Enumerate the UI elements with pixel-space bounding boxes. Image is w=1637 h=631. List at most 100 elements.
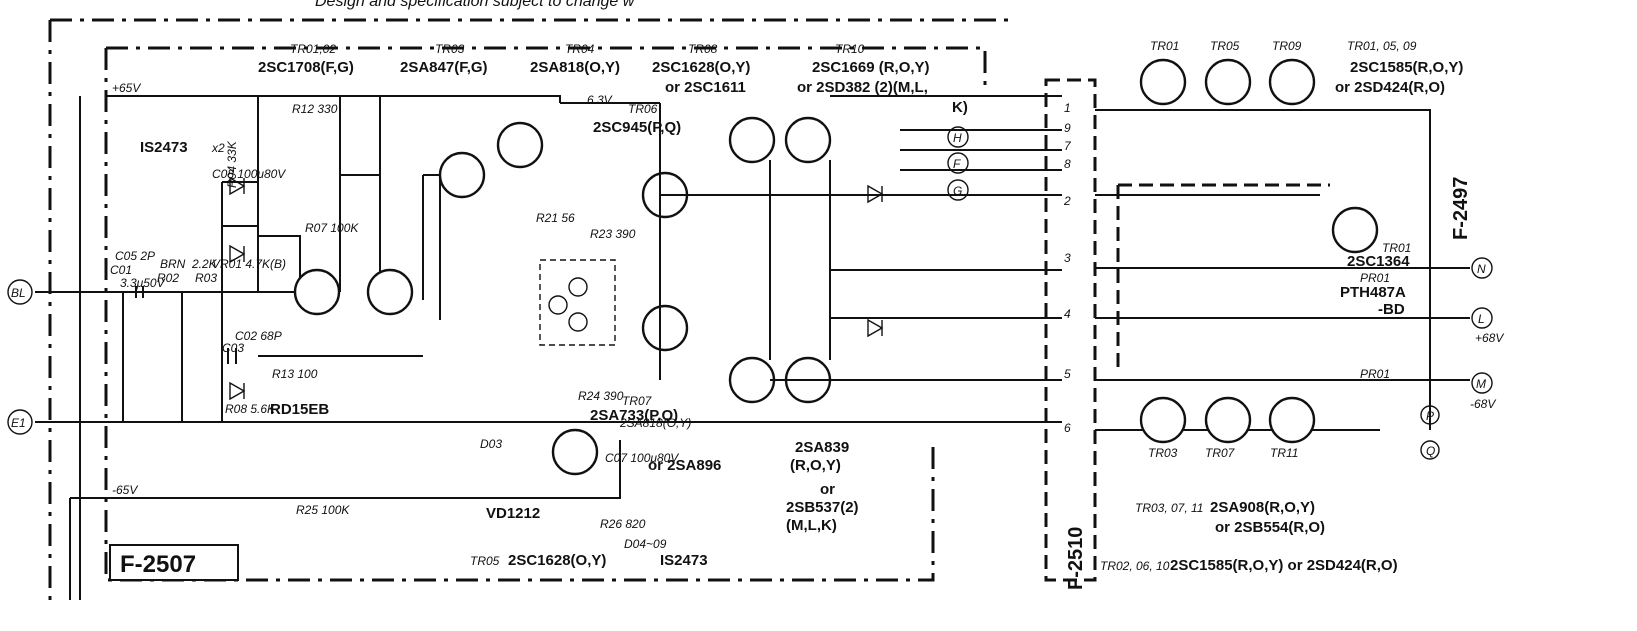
terminal-F-label: F bbox=[953, 157, 961, 171]
board-F2510-label: F-2510 bbox=[1065, 527, 1087, 590]
input-BL-id: BL bbox=[11, 286, 26, 300]
out-tr01 bbox=[1139, 58, 1187, 106]
tr04-part: 2SA818(O,Y) bbox=[530, 59, 620, 76]
out-tr03 bbox=[1139, 396, 1187, 444]
v-63-label: C07 100μ80V bbox=[605, 451, 679, 465]
tr10-ref: TR10 bbox=[835, 42, 865, 56]
out-pos-rail: +68V bbox=[1475, 331, 1504, 345]
terminal-G-label: G bbox=[953, 184, 962, 198]
out-terminal-P bbox=[1420, 405, 1440, 425]
output-lines bbox=[659, 95, 1062, 381]
out-note1: 2SA908(R,O,Y) bbox=[1210, 499, 1315, 516]
r03-val: R03 bbox=[195, 271, 217, 285]
out-terminal-L bbox=[1471, 307, 1493, 329]
d02-symbol bbox=[229, 244, 246, 264]
out-tr11 bbox=[1268, 396, 1316, 444]
vd1212-label: VD1212 bbox=[486, 505, 540, 522]
board-F2507-label: F-2507 bbox=[120, 551, 196, 578]
pin-7: 7 bbox=[1064, 139, 1072, 153]
zd01-symbol bbox=[229, 381, 246, 401]
pin-6: 6 bbox=[1064, 421, 1071, 435]
tr0102-part: 2SC1708(F,G) bbox=[258, 59, 354, 76]
tr09-symbol bbox=[728, 356, 776, 404]
out-tr05 bbox=[1204, 58, 1252, 106]
tr11-alt: (R,O,Y) bbox=[790, 457, 841, 474]
r03-ref: 2.2K bbox=[191, 257, 218, 271]
out-terminal-Q-label: Q bbox=[1426, 444, 1435, 458]
output-board-wiring bbox=[1095, 109, 1470, 431]
c03-ref: C02 68P bbox=[235, 329, 282, 343]
v61-label: R07 100K bbox=[305, 221, 359, 235]
tr10-alt: or 2SD382 (2)(M,L, bbox=[797, 79, 928, 96]
bridge-F-node bbox=[568, 277, 588, 297]
c01-brn: 3.3μ50V bbox=[120, 276, 166, 290]
tr06-ref: TR06 bbox=[628, 102, 658, 116]
pin-8: 8 bbox=[1064, 157, 1071, 171]
zd01-label: R08 5.6K bbox=[225, 402, 276, 416]
diode-note-is2473: IS2473 bbox=[140, 139, 188, 156]
d08-symbol bbox=[867, 184, 884, 204]
board-F2510-border bbox=[1044, 78, 1097, 582]
r25-label: R26 820 bbox=[600, 517, 646, 531]
out-tr05-label: TR05 bbox=[1210, 39, 1240, 53]
r02-val: R02 bbox=[157, 271, 179, 285]
board-F2507-box bbox=[109, 544, 239, 581]
out-note2: 2SC1585(R,O,Y) or 2SD424(R,O) bbox=[1170, 557, 1398, 574]
tr10-part: 2SC1669 (R,O,Y) bbox=[812, 59, 930, 76]
tr09-alt: or 2SA896 bbox=[648, 457, 721, 474]
terminal-H-label: H bbox=[953, 131, 962, 145]
tr07-symbol bbox=[641, 304, 689, 352]
r23-label: R23 390 bbox=[590, 227, 636, 241]
out-terminal-M-label: M bbox=[1476, 377, 1486, 391]
pin-5: 5 bbox=[1064, 367, 1071, 381]
terminal-F bbox=[947, 152, 969, 174]
out-terminal-Q bbox=[1420, 440, 1440, 460]
input-E1-terminal bbox=[7, 409, 33, 435]
input-E1-id: E1 bbox=[11, 416, 26, 430]
tr10-alt2: K) bbox=[952, 99, 968, 116]
c01-label: C05 2P bbox=[115, 249, 155, 263]
tr03-part: 2SA847(F,G) bbox=[400, 59, 488, 76]
out-note1-alt: or 2SB554(R,O) bbox=[1215, 519, 1325, 536]
out-tr03-label: TR03 bbox=[1148, 446, 1178, 460]
bridge-box bbox=[539, 259, 616, 346]
input-BL-terminal bbox=[7, 279, 33, 305]
tr09-ref-note: 2SA818(O,Y) bbox=[619, 416, 691, 430]
tr11-alt3: 2SB537(2) bbox=[786, 499, 859, 516]
c03-symbol bbox=[227, 348, 237, 364]
out-top-alt: or 2SD424(R,O) bbox=[1335, 79, 1445, 96]
rail-pos bbox=[106, 95, 660, 104]
out-terminal-M bbox=[1471, 372, 1493, 394]
tr03-ref: TR03 bbox=[435, 42, 465, 56]
connector-pins: 1 9 7 8 2 3 4 5 6 bbox=[1063, 101, 1072, 435]
tr10-symbol bbox=[784, 116, 832, 164]
out-driver-part: 2SC1364 bbox=[1347, 253, 1410, 270]
out-top-part: 2SC1585(R,O,Y) bbox=[1350, 59, 1463, 76]
tr11-alt4: (M,L,K) bbox=[786, 517, 837, 534]
diode-note-x2: x2 bbox=[211, 141, 225, 155]
out-driver-tr01 bbox=[1331, 206, 1379, 254]
out-tr09 bbox=[1268, 58, 1316, 106]
pin-2: 2 bbox=[1063, 194, 1071, 208]
out-note1-ref: TR03, 07, 11 bbox=[1135, 501, 1203, 515]
out-terminal-L-label: L bbox=[1478, 312, 1485, 326]
r08-label: R13 100 bbox=[272, 367, 318, 381]
network-horizontals bbox=[222, 181, 301, 292]
board-F2497-label: F-2497 bbox=[1450, 177, 1472, 240]
d0409-part: IS2473 bbox=[660, 552, 708, 569]
network-links bbox=[258, 174, 440, 357]
c01-symbol bbox=[135, 286, 144, 298]
tr07-part: 2SA733(P,Q) bbox=[590, 407, 678, 424]
c01-value: C01 bbox=[110, 263, 132, 277]
r11-label: R25 100K bbox=[296, 503, 350, 517]
outer-board-border bbox=[48, 18, 1010, 600]
tr08-symbol bbox=[728, 116, 776, 164]
c03-val: C03 bbox=[222, 341, 244, 355]
out-neg-rail: -68V bbox=[1470, 397, 1496, 411]
r17-label: D03 bbox=[480, 437, 502, 451]
board-F2497-inner bbox=[1116, 183, 1330, 370]
r02-ref: BRN bbox=[160, 257, 186, 271]
out-pr02: PR01 bbox=[1360, 367, 1390, 381]
out-tr09-label: TR09 bbox=[1272, 39, 1302, 53]
out-pr-part: PTH487A bbox=[1340, 284, 1406, 301]
